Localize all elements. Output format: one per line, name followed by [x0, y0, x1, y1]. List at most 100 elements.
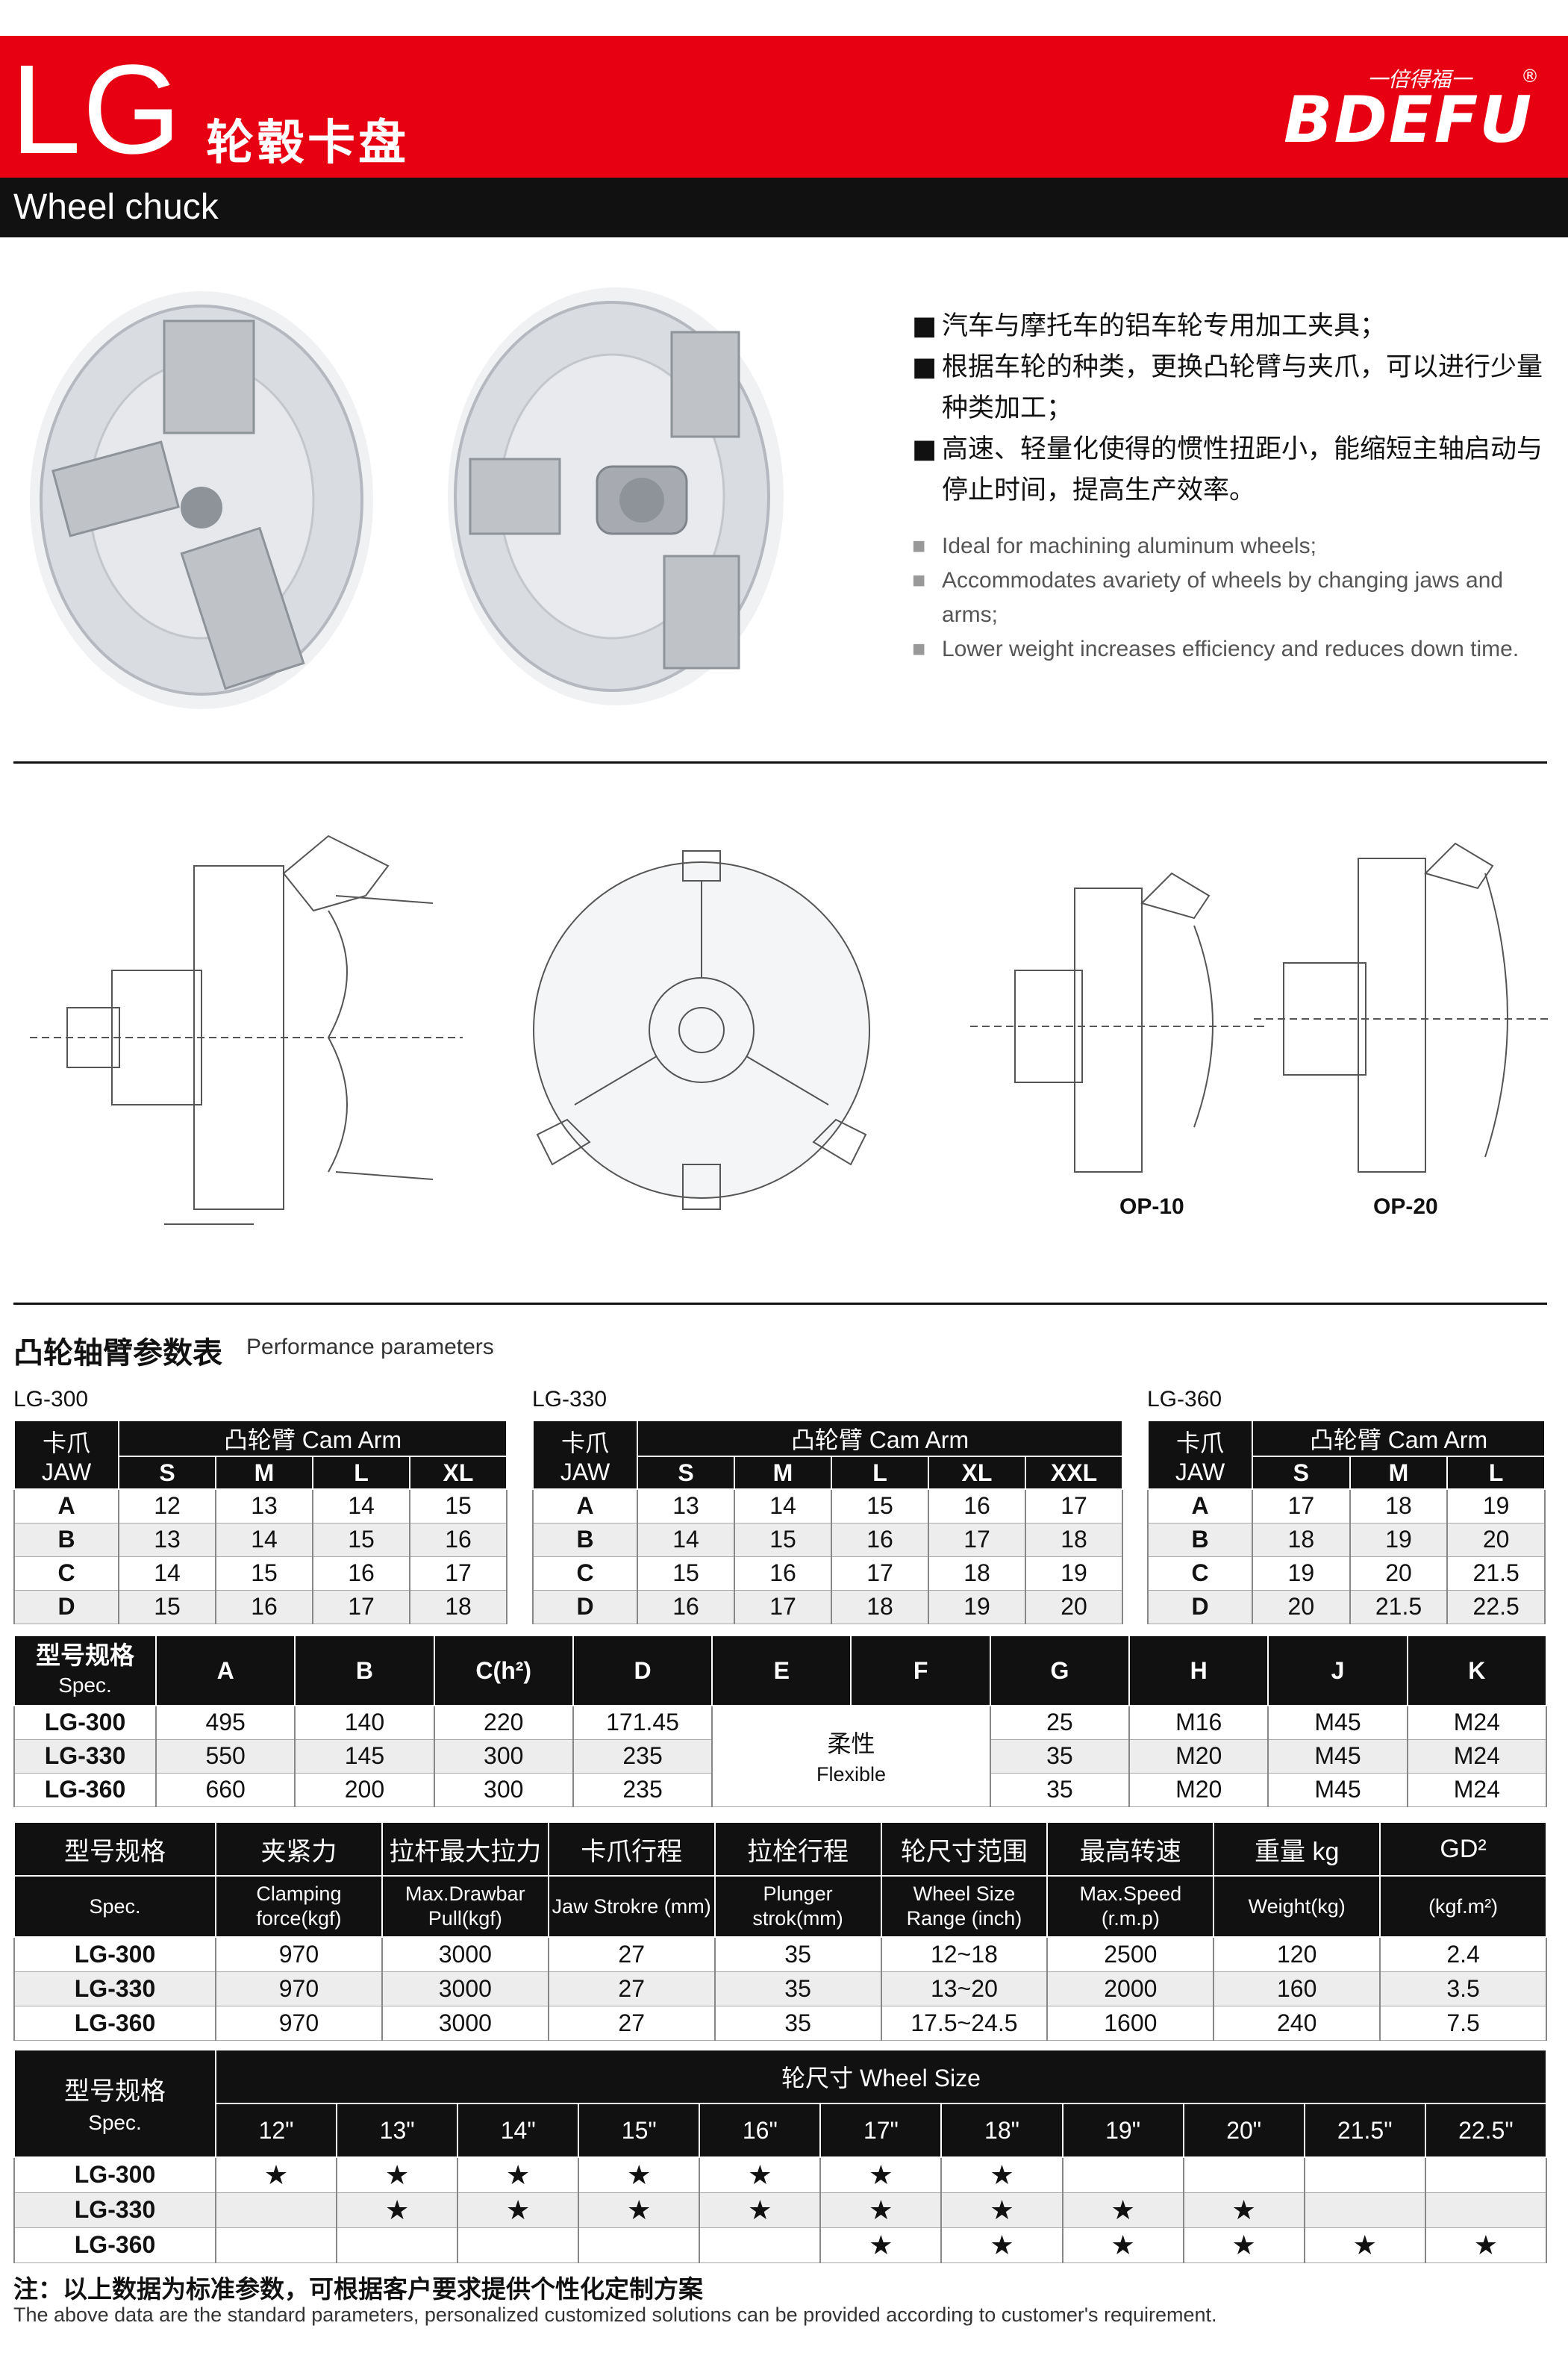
feature-list: ■汽车与摩托车的铝车轮专用加工夹具； ■根据车轮的种类，更换凸轮臂与夹爪，可以进…	[912, 306, 1554, 667]
section-drawing	[15, 821, 493, 1239]
size-header: S	[118, 1456, 216, 1490]
feature-cn-2: ■根据车轮的种类，更换凸轮臂与夹爪，可以进行少量种类加工；	[912, 347, 1554, 429]
col-header: C(h²)	[433, 1635, 574, 1706]
col-header-cn: 夹紧力	[215, 1821, 383, 1877]
star-icon	[1182, 2157, 1305, 2193]
divider-top	[13, 761, 1547, 764]
size-header: XL	[928, 1456, 1026, 1490]
star-icon: ★	[457, 2192, 580, 2228]
size-header: L	[831, 1456, 929, 1490]
bullet-icon: ■	[912, 434, 937, 464]
note-cn: 注：以上数据为标准参数，可根据客户要求提供个性化定制方案	[13, 2274, 703, 2304]
col-header-cn: 最高转速	[1046, 1821, 1215, 1877]
star-icon	[578, 2227, 701, 2263]
col-header-en: Max.Speed (r.m.p)	[1046, 1875, 1215, 1938]
table-row: LG-300 ★★★★★★★	[13, 2157, 1548, 2193]
note-en: The above data are the standard paramete…	[13, 2304, 1217, 2326]
feature-cn-1: ■汽车与摩托车的铝车轮专用加工夹具；	[912, 306, 1554, 347]
star-icon	[214, 2192, 338, 2228]
size-header: XXL	[1025, 1456, 1123, 1490]
header-banner	[0, 36, 1568, 178]
star-icon	[1061, 2157, 1184, 2193]
col-header: D	[572, 1635, 713, 1706]
chuck-photo-1	[30, 291, 373, 709]
star-icon: ★	[1303, 2227, 1426, 2263]
star-icon: ★	[940, 2192, 1063, 2228]
bullet-icon: ■	[912, 311, 937, 341]
bullet-icon: ■	[912, 534, 926, 558]
size-header: S	[637, 1456, 735, 1490]
col-header-en: Jaw Strokre (mm)	[547, 1875, 716, 1938]
size-header: 19"	[1061, 2103, 1184, 2158]
col-header: B	[294, 1635, 435, 1706]
table-row: LG-360 ★★★★★★	[13, 2227, 1548, 2263]
star-icon: ★	[1424, 2227, 1548, 2263]
star-icon: ★	[1061, 2192, 1184, 2228]
size-header: L	[312, 1456, 410, 1490]
star-icon: ★	[819, 2227, 943, 2263]
size-header: 12"	[214, 2103, 338, 2158]
star-icon: ★	[819, 2157, 943, 2193]
size-header: M	[215, 1456, 313, 1490]
size-header: XL	[409, 1456, 507, 1490]
col-header: F	[850, 1635, 991, 1706]
star-icon: ★	[578, 2192, 701, 2228]
col-header: K	[1406, 1635, 1548, 1706]
size-header: 20"	[1182, 2103, 1305, 2158]
star-icon	[1303, 2192, 1426, 2228]
cam-table-label: LG-300	[13, 1387, 89, 1412]
bullet-icon: ■	[912, 637, 926, 661]
star-icon: ★	[336, 2192, 459, 2228]
col-header-en: Plunger strok(mm)	[713, 1875, 882, 1938]
size-header: L	[1446, 1456, 1546, 1490]
star-icon	[699, 2227, 822, 2263]
op10-label: OP-10	[1119, 1194, 1184, 1219]
section-title-cn: 凸轮轴臂参数表	[13, 1336, 222, 1370]
col-header: H	[1128, 1635, 1269, 1706]
size-header: 17"	[819, 2103, 943, 2158]
logo-text-cn: 一倍得福一	[1367, 67, 1473, 92]
size-header: S	[1252, 1456, 1351, 1490]
col-header-en: Max.Drawbar Pull(kgf)	[381, 1875, 549, 1938]
col-header-en: (kgf.m²)	[1379, 1875, 1547, 1938]
chuck-photo-2	[448, 287, 784, 705]
col-header: J	[1267, 1635, 1408, 1706]
logo-mark: ®	[1521, 66, 1539, 87]
size-header: 16"	[699, 2103, 822, 2158]
star-icon: ★	[457, 2157, 580, 2193]
col-header-en: Wheel Size Range (inch)	[880, 1875, 1049, 1938]
star-icon: ★	[578, 2157, 701, 2193]
star-icon: ★	[699, 2192, 822, 2228]
cam-arm-header: 凸轮臂 Cam Arm	[1252, 1420, 1546, 1457]
front-view-drawing	[522, 836, 881, 1224]
feature-en-1: ■Ideal for machining aluminum wheels;	[912, 529, 1554, 564]
star-icon	[457, 2227, 580, 2263]
size-header: 18"	[940, 2103, 1063, 2158]
size-header: 21.5"	[1303, 2103, 1426, 2158]
star-icon: ★	[336, 2157, 459, 2193]
op20-drawing	[1254, 829, 1552, 1187]
size-header: M	[734, 1456, 832, 1490]
section-title-en: Performance parameters	[246, 1335, 494, 1359]
table-row: LG-330 ★★★★★★★★	[13, 2192, 1548, 2228]
cam-table-label: LG-330	[532, 1387, 607, 1412]
